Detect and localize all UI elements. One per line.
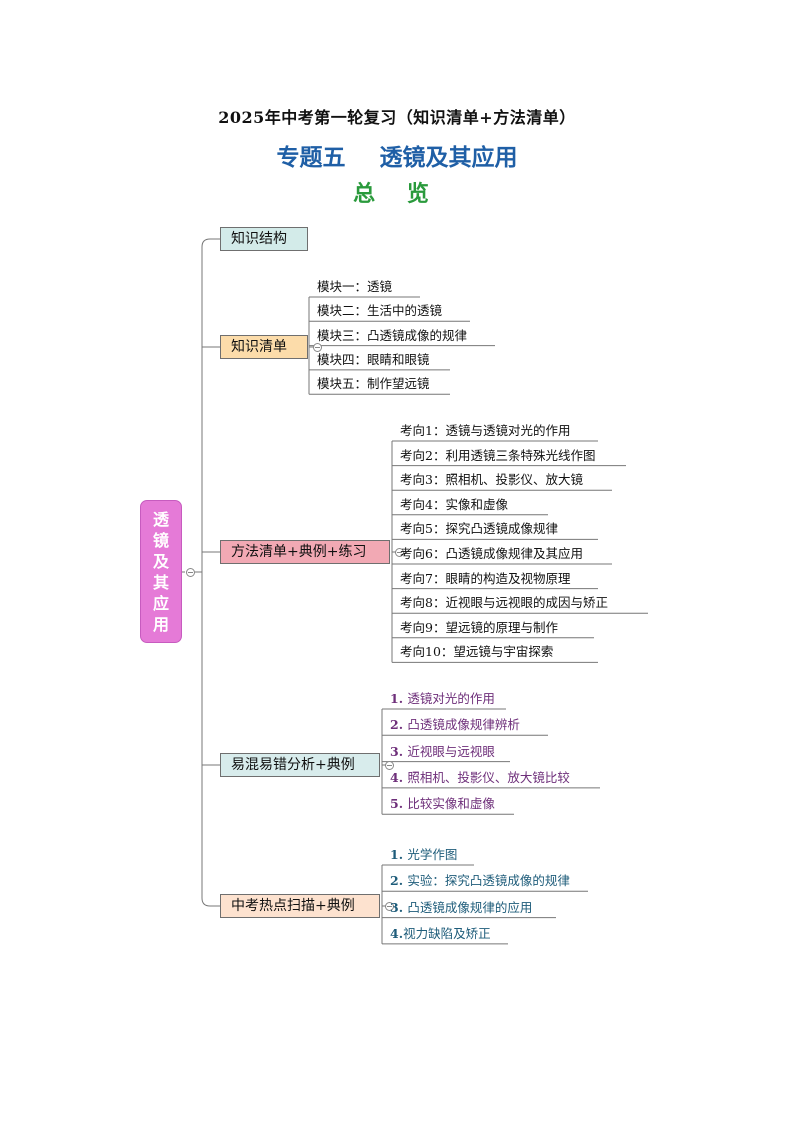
leaf-text: 光学作图 (407, 847, 458, 862)
root-char: 镜 (152, 530, 169, 550)
collapse-toggle-icon[interactable] (384, 901, 394, 911)
leaf-item[interactable]: 考向7：眼睛的构造及视物原理 (400, 570, 571, 586)
root-char: 用 (152, 614, 169, 634)
category-node[interactable]: 知识清单 (220, 335, 308, 359)
collapse-toggle-icon[interactable] (384, 760, 394, 770)
leaf-item[interactable]: 考向4：实像和虚像 (400, 496, 508, 512)
collapse-toggle-icon[interactable] (185, 567, 195, 577)
leaf-item[interactable]: 模块一：透镜 (317, 279, 393, 294)
category-node[interactable]: 中考热点扫描+典例 (220, 894, 380, 918)
leaf-number: 3. (390, 899, 408, 915)
leaf-text: 透镜对光的作用 (407, 691, 495, 706)
leaf-text: 视力缺陷及矫正 (403, 925, 491, 941)
leaf-number: 1. (390, 691, 408, 706)
leaf-item[interactable]: 模块四：眼睛和眼镜 (317, 351, 430, 367)
leaf-item[interactable]: 考向2：利用透镜三条特殊光线作图 (400, 447, 596, 463)
leaf-number: 1. (390, 847, 408, 862)
leaf-item[interactable]: 考向5：探究凸透镜成像规律 (400, 521, 558, 537)
leaf-text: 凸透镜成像规律辨析 (407, 717, 520, 733)
leaf-item[interactable]: 4.视力缺陷及矫正 (388, 924, 491, 946)
leaf-item[interactable]: 模块五：制作望远镜 (317, 376, 430, 392)
leaf-number: 5. (390, 796, 408, 812)
leaf-item[interactable]: 2. 凸透镜成像规律辨析 (388, 715, 520, 737)
leaf-number: 4. (390, 925, 404, 941)
collapse-toggle-icon[interactable] (394, 547, 404, 557)
category-node[interactable]: 方法清单+典例+练习 (220, 540, 390, 564)
topic-heading: 专题五 透镜及其应用 (0, 138, 794, 172)
document-title: 2025年中考第一轮复习（知识清单+方法清单） (218, 108, 576, 127)
root-char: 其 (152, 572, 169, 592)
leaf-item[interactable]: 考向8：近视眼与远视眼的成因与矫正 (400, 595, 608, 611)
leaf-text: 比较实像和虚像 (407, 796, 495, 812)
leaf-item[interactable]: 1. 透镜对光的作用 (388, 689, 495, 711)
leaf-text: 照相机、投影仪、放大镜比较 (407, 769, 570, 785)
topic-name: 透镜及其应用 (379, 145, 518, 171)
leaf-item[interactable]: 考向10：望远镜与宇宙探索 (400, 644, 554, 660)
leaf-item[interactable]: 考向9：望远镜的原理与制作 (400, 619, 558, 635)
leaf-item[interactable]: 4. 照相机、投影仪、放大镜比较 (388, 768, 570, 790)
root-node[interactable]: 透 镜 及 其 应 用 (140, 500, 182, 643)
topic-number: 专题五 (276, 145, 346, 171)
collapse-toggle-icon[interactable] (312, 342, 322, 352)
leaf-item[interactable]: 3. 近视眼与远视眼 (388, 742, 495, 764)
leaf-item[interactable]: 考向3：照相机、投影仪、放大镜 (400, 472, 583, 488)
category-node[interactable]: 易混易错分析+典例 (220, 753, 380, 777)
root-char: 及 (152, 551, 169, 571)
leaf-item[interactable]: 模块三：凸透镜成像的规律 (317, 327, 468, 343)
leaf-text: 近视眼与远视眼 (407, 743, 495, 759)
leaf-item[interactable]: 考向6：凸透镜成像规律及其应用 (400, 546, 583, 561)
leaf-text: 实验：探究凸透镜成像的规律 (407, 873, 570, 889)
leaf-number: 4. (390, 769, 408, 785)
leaf-number: 3. (390, 743, 408, 759)
root-char: 应 (152, 593, 169, 613)
leaf-item[interactable]: 1. 光学作图 (388, 845, 457, 867)
leaf-item[interactable]: 2. 实验：探究凸透镜成像的规律 (388, 871, 570, 893)
root-char: 透 (152, 509, 169, 529)
leaf-number: 2. (390, 717, 408, 733)
leaf-item[interactable]: 3. 凸透镜成像规律的应用 (388, 898, 532, 920)
leaf-item[interactable]: 模块二：生活中的透镜 (317, 303, 443, 319)
leaf-item[interactable]: 考向1：透镜与透镜对光的作用 (400, 423, 571, 438)
overview-heading: 总 览 (353, 182, 441, 207)
leaf-number: 2. (390, 873, 408, 889)
category-node[interactable]: 知识结构 (220, 227, 308, 251)
connector-curve (201, 238, 220, 572)
leaf-item[interactable]: 5. 比较实像和虚像 (388, 794, 495, 816)
leaf-text: 凸透镜成像规律的应用 (407, 899, 533, 915)
connector-curve (201, 572, 220, 907)
